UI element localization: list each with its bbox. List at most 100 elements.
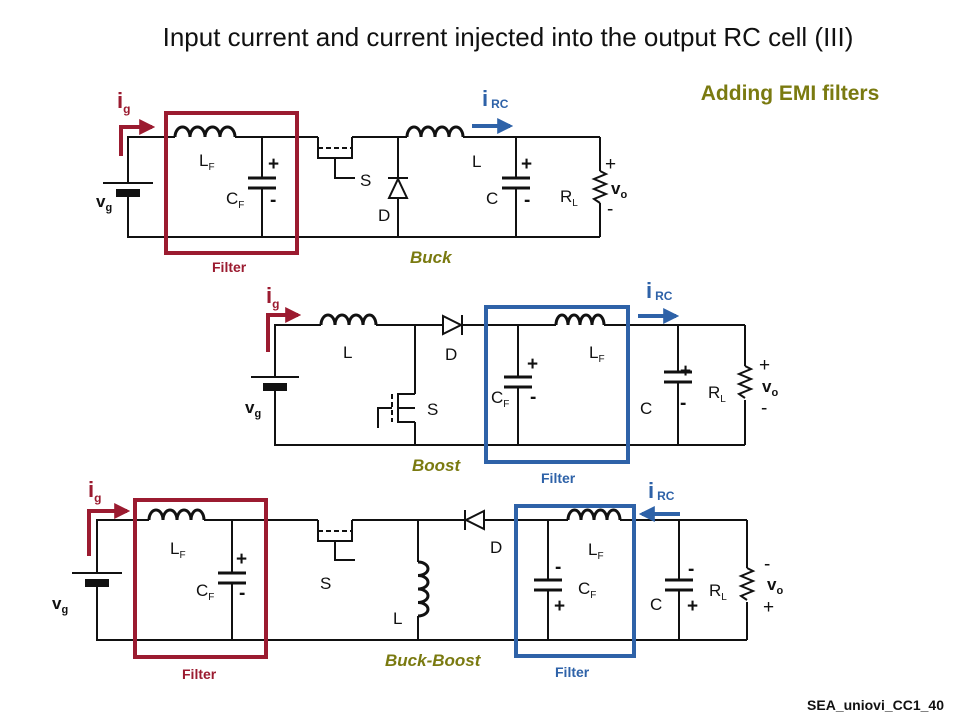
buck-filter-label: Filter (212, 259, 247, 275)
boost-rl-label: RL (708, 383, 726, 405)
boost-load-resistor (736, 365, 754, 399)
buck-load-resistor (591, 170, 609, 204)
buck-boost-l-label: L (393, 609, 402, 628)
buck-boost-input-filter-capacitor (218, 571, 246, 585)
buck-boost-input-filter-label: Filter (182, 666, 217, 682)
boost-vo-plus: + (759, 355, 770, 376)
boost-output-capacitor (664, 370, 692, 384)
buck-boost-lf-out-label: LF (588, 540, 604, 562)
buck-boost-inductor (417, 560, 430, 618)
buck-boost-diode (463, 509, 485, 531)
buck-boost-wires (96, 519, 748, 641)
buck-switch (317, 137, 355, 179)
boost-cf-plus: + (527, 354, 538, 375)
boost-c-label: C (640, 399, 652, 418)
buck-boost-input-filter-inductor (147, 508, 206, 521)
boost-d-label: D (445, 345, 457, 364)
buck-c-label: C (486, 189, 498, 208)
buck-boost-input-source (72, 572, 122, 587)
buck-boost-cf-in-label: CF (196, 581, 214, 603)
buck-diode (387, 176, 409, 199)
buck-boost-vg-label: vg (52, 594, 68, 616)
buck-boost-d-label: D (490, 538, 502, 557)
boost-cf-minus: - (530, 387, 536, 408)
buck-boost-output-filter-inductor (566, 508, 622, 521)
slide-subtitle: Adding EMI filters (701, 82, 880, 105)
buck-boost-cf-in-plus: + (236, 549, 247, 570)
buck-d-label: D (378, 206, 390, 225)
buck-boost-output-filter-box (514, 504, 636, 658)
buck-boost-switch (317, 520, 355, 561)
boost-name: Boost (412, 456, 462, 475)
buck-cf-label: CF (226, 189, 244, 211)
buck-boost-load-resistor (738, 567, 756, 601)
buck-input-current-arrow (119, 119, 156, 156)
buck-boost-rl-label: RL (709, 581, 727, 603)
boost-lf-label: LF (589, 343, 605, 365)
buck-boost-circuit: vg LF CF + - S L D (52, 477, 783, 682)
buck-boost-vo-label: vo (767, 575, 783, 597)
buck-boost-vo-minus: - (764, 554, 770, 575)
buck-output-capacitor (502, 176, 530, 190)
buck-boost-output-filter-label: Filter (555, 664, 590, 680)
boost-input-source (251, 376, 299, 391)
boost-inductor (319, 313, 378, 326)
boost-output-filter-box (484, 305, 630, 464)
boost-input-current-arrow (266, 307, 302, 352)
buck-rl-label: RL (560, 187, 578, 209)
buck-ig-label: ig (117, 88, 130, 116)
buck-filter-capacitor (248, 176, 276, 190)
boost-vo-minus: - (761, 398, 767, 419)
buck-vo-plus: + (605, 154, 616, 175)
buck-filter-inductor (173, 125, 237, 138)
buck-lf-label: LF (199, 151, 215, 173)
boost-c-minus: - (680, 393, 686, 414)
buck-vo-label: vo (611, 179, 627, 201)
buck-c-minus: - (524, 190, 530, 211)
buck-boost-c-minus: - (688, 559, 694, 580)
slide-title: Input current and current injected into … (163, 22, 854, 52)
boost-l-label: L (343, 343, 352, 362)
boost-cf-label: CF (491, 388, 509, 410)
buck-inductor (405, 125, 465, 138)
buck-boost-cf-out-label: CF (578, 579, 596, 601)
buck-boost-s-label: S (320, 574, 331, 593)
slide-footer: SEA_uniovi_CC1_40 (807, 697, 944, 713)
buck-boost-ig-label: ig (88, 477, 101, 505)
buck-c-plus: + (521, 154, 532, 175)
buck-boost-input-current-arrow (87, 503, 131, 556)
buck-boost-c-plus: + (687, 596, 698, 617)
buck-boost-vo-plus: + (763, 597, 774, 618)
boost-vg-label: vg (245, 398, 261, 420)
buck-boost-input-filter-box (133, 498, 268, 659)
buck-boost-output-capacitor (665, 578, 693, 592)
buck-s-label: S (360, 171, 371, 190)
buck-cf-plus: + (268, 154, 279, 175)
buck-name: Buck (410, 248, 453, 267)
buck-boost-output-filter-capacitor (534, 578, 562, 592)
buck-boost-cf-out-minus: - (555, 557, 561, 578)
boost-vo-label: vo (762, 377, 778, 399)
buck-input-source (103, 182, 153, 197)
boost-switch (377, 393, 415, 428)
buck-l-label: L (472, 152, 481, 171)
buck-circuit: vg LF CF + - S D L (96, 86, 627, 275)
boost-diode (442, 314, 464, 336)
boost-filter-label: Filter (541, 470, 576, 486)
buck-boost-lf-in-label: LF (170, 539, 186, 561)
buck-input-filter-box (164, 111, 299, 255)
boost-s-label: S (427, 400, 438, 419)
buck-boost-c-label: C (650, 595, 662, 614)
buck-vg-label: vg (96, 192, 112, 214)
boost-filter-capacitor (504, 375, 532, 389)
buck-boost-cf-in-minus: - (239, 583, 245, 604)
buck-wires (127, 136, 601, 238)
buck-boost-cf-out-plus: + (554, 596, 565, 617)
buck-vo-minus: - (607, 199, 613, 220)
boost-circuit: vg L D S CF + - LF (245, 278, 778, 486)
boost-c-plus: + (680, 361, 691, 382)
